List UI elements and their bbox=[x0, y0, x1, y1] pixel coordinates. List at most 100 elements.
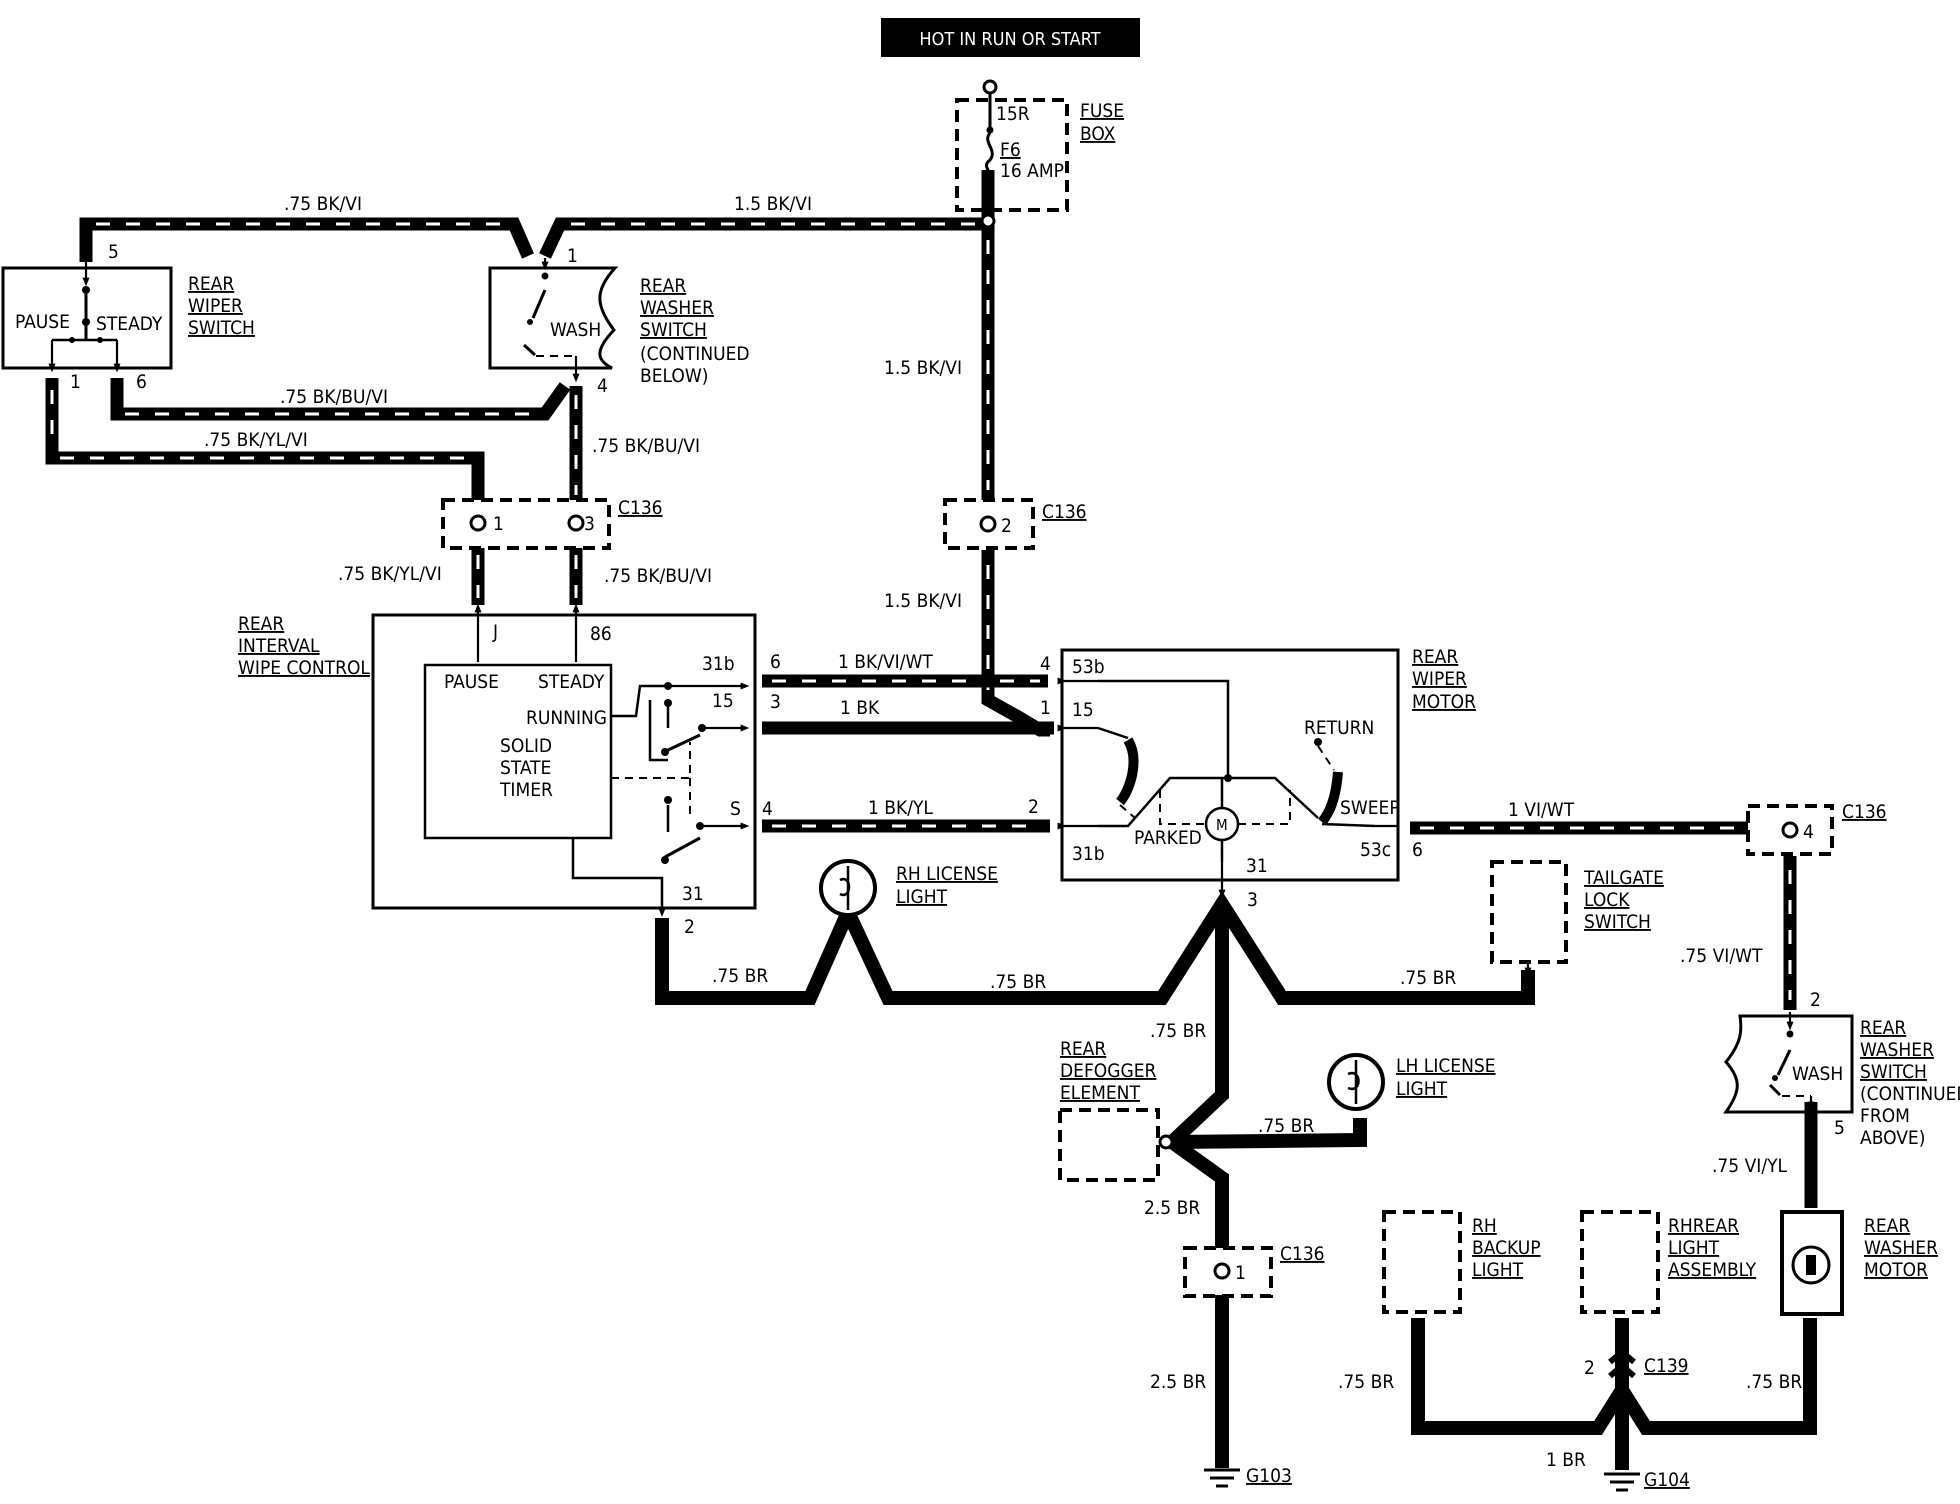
c139-connector: 2 C139 bbox=[1584, 1348, 1689, 1379]
control-pin-j: J bbox=[492, 621, 498, 643]
control-pin-6: 6 bbox=[770, 651, 781, 673]
control-timer-2: STATE bbox=[500, 757, 551, 779]
fuse-rating-label: 16 AMP bbox=[1000, 160, 1064, 182]
motor-parked: PARKED bbox=[1134, 827, 1202, 849]
c136-d-label: C136 bbox=[1280, 1243, 1325, 1265]
control-running: RUNNING bbox=[526, 707, 607, 729]
wire-label: 1 BR bbox=[1546, 1449, 1586, 1471]
tailgate-name-1: TAILGATE bbox=[1583, 867, 1664, 889]
washer-switch-name-5: BELOW) bbox=[640, 365, 708, 387]
rh-license-name-2: LIGHT bbox=[896, 886, 948, 908]
c136-connector-d: 1 C136 bbox=[1183, 1243, 1325, 1298]
washer-switch-b-name-4: (CONTINUED bbox=[1860, 1083, 1960, 1105]
rh-rear-light-assembly: RHREAR LIGHT ASSEMBLY bbox=[1580, 1210, 1757, 1314]
backup-name-2: BACKUP bbox=[1472, 1237, 1541, 1259]
tailgate-name-2: LOCK bbox=[1584, 889, 1630, 911]
g103-label: G103 bbox=[1246, 1465, 1292, 1487]
control-pin-3: 3 bbox=[770, 691, 781, 713]
wire-label: .75 BR bbox=[1338, 1371, 1394, 1393]
c139-label: C139 bbox=[1644, 1355, 1689, 1377]
c136-a-pin-3: 3 bbox=[584, 513, 595, 535]
washer-switch-b-name-5: FROM bbox=[1860, 1105, 1910, 1127]
motor-term-15: 15 bbox=[1072, 699, 1094, 721]
control-steady: STEADY bbox=[538, 671, 605, 693]
lh-license-name-2: LIGHT bbox=[1396, 1078, 1448, 1100]
washer-switch-b-name-6: ABOVE) bbox=[1860, 1127, 1925, 1149]
tailgate-name-3: SWITCH bbox=[1584, 911, 1651, 933]
rear-interval-wipe-control: J 86 PAUSE STEADY RUNNING SOLID STATE TI… bbox=[238, 603, 781, 938]
control-term-s: S bbox=[730, 798, 741, 820]
c136-connector-b: 2 C136 bbox=[943, 498, 1087, 550]
rear-washer-switch-top: WASH 1 4 REAR WASHER SWITCH (CONTINUED B… bbox=[488, 245, 750, 397]
control-pin-2: 2 bbox=[684, 916, 695, 938]
wire-label: 2.5 BR bbox=[1144, 1197, 1200, 1219]
wire-label: .75 BK/VI bbox=[284, 193, 362, 215]
control-term-31b: 31b bbox=[702, 653, 735, 675]
motor-pin-1: 1 bbox=[1040, 697, 1051, 719]
wire-label: .75 BR bbox=[990, 971, 1046, 993]
wiper-switch-name-3: SWITCH bbox=[188, 317, 255, 339]
rearlight-name-1: RHREAR bbox=[1668, 1215, 1739, 1237]
wiper-switch-name-1: REAR bbox=[188, 273, 234, 295]
rearlight-name-3: ASSEMBLY bbox=[1668, 1259, 1757, 1281]
rear-wiper-switch: PAUSE STEADY 5 1 6 REAR WIPER SWITCH bbox=[1, 241, 255, 393]
washer-switch-pin-4: 4 bbox=[597, 375, 608, 397]
wire-label: .75 BR bbox=[1400, 967, 1456, 989]
motor-term-31: 31 bbox=[1246, 855, 1268, 877]
motor-name-3: MOTOR bbox=[1412, 691, 1476, 713]
defogger-name-3: ELEMENT bbox=[1060, 1082, 1140, 1104]
c136-connector-c: 4 C136 bbox=[1746, 801, 1887, 856]
wire-label: 1 BK/YL bbox=[868, 797, 933, 819]
defogger-name-1: REAR bbox=[1060, 1038, 1106, 1060]
backup-name-3: LIGHT bbox=[1472, 1259, 1524, 1281]
control-name-3: WIPE CONTROL bbox=[238, 657, 370, 679]
washer-switch-b-pin-5: 5 bbox=[1834, 1117, 1845, 1139]
wire-label: 1.5 BK/VI bbox=[734, 193, 812, 215]
motor-term-31b: 31b bbox=[1072, 843, 1105, 865]
washer-switch-b-name-3: SWITCH bbox=[1860, 1061, 1927, 1083]
washer-motor-name-1: REAR bbox=[1864, 1215, 1910, 1237]
control-term-15: 15 bbox=[712, 690, 734, 712]
motor-term-53c: 53c bbox=[1360, 839, 1391, 861]
washer-switch-name-4: (CONTINUED bbox=[640, 343, 750, 365]
wiper-switch-pin-6: 6 bbox=[136, 371, 147, 393]
rh-license-name-1: RH LICENSE bbox=[896, 863, 998, 885]
rear-wiper-motor: M 53b 15 31b 53c 31 RETURN SWEEP PARKED … bbox=[1028, 646, 1476, 911]
control-timer-1: SOLID bbox=[500, 735, 552, 757]
motor-term-53b: 53b bbox=[1072, 656, 1105, 678]
c136-d-pin: 1 bbox=[1235, 1262, 1246, 1284]
washer-switch-b-pin-2: 2 bbox=[1810, 989, 1821, 1011]
washer-switch-wash: WASH bbox=[550, 319, 601, 341]
wiper-switch-pin-5: 5 bbox=[108, 241, 119, 263]
c139-pin: 2 bbox=[1584, 1357, 1595, 1379]
rh-backup-light: RH BACKUP LIGHT bbox=[1382, 1210, 1541, 1314]
c136-b-label: C136 bbox=[1042, 501, 1087, 523]
lh-license-name-1: LH LICENSE bbox=[1396, 1055, 1496, 1077]
backup-name-1: RH bbox=[1472, 1215, 1497, 1237]
washer-motor-name-2: WASHER bbox=[1864, 1237, 1938, 1259]
wire-label: 1 BK/VI/WT bbox=[838, 651, 933, 673]
motor-m-symbol: M bbox=[1216, 816, 1228, 834]
wire-label: .75 BK/BU/VI bbox=[604, 565, 712, 587]
wire-label: 1 BK bbox=[840, 697, 880, 719]
motor-name-2: WIPER bbox=[1412, 668, 1467, 690]
washer-switch-b-name-1: REAR bbox=[1860, 1017, 1906, 1039]
defogger-name-2: DEFOGGER bbox=[1060, 1060, 1157, 1082]
fuse-box-name-2: BOX bbox=[1080, 123, 1116, 145]
wire-label: .75 BK/YL/VI bbox=[204, 429, 308, 451]
rear-washer-switch-bottom: WASH 2 5 REAR WASHER SWITCH (CONTINUED F… bbox=[1723, 989, 1960, 1149]
wiper-switch-name-2: WIPER bbox=[188, 295, 243, 317]
washer-switch-b-wash: WASH bbox=[1792, 1063, 1843, 1085]
wire-labels: .75 BK/VI 1.5 BK/VI 1.5 BK/VI 1.5 BK/VI … bbox=[204, 193, 1802, 1471]
c136-connector-a: 1 3 C136 bbox=[441, 497, 663, 550]
wire-label: .75 BR bbox=[1258, 1115, 1314, 1137]
control-name-2: INTERVAL bbox=[238, 635, 320, 657]
motor-return: RETURN bbox=[1304, 717, 1374, 739]
motor-pin-6: 6 bbox=[1412, 839, 1423, 861]
washer-switch-pin-1: 1 bbox=[567, 245, 578, 267]
wire-label: .75 BR bbox=[712, 965, 768, 987]
wiper-switch-steady: STEADY bbox=[96, 313, 163, 335]
washer-switch-name-3: SWITCH bbox=[640, 319, 707, 341]
rear-defogger-element: REAR DEFOGGER ELEMENT bbox=[1058, 1038, 1174, 1182]
